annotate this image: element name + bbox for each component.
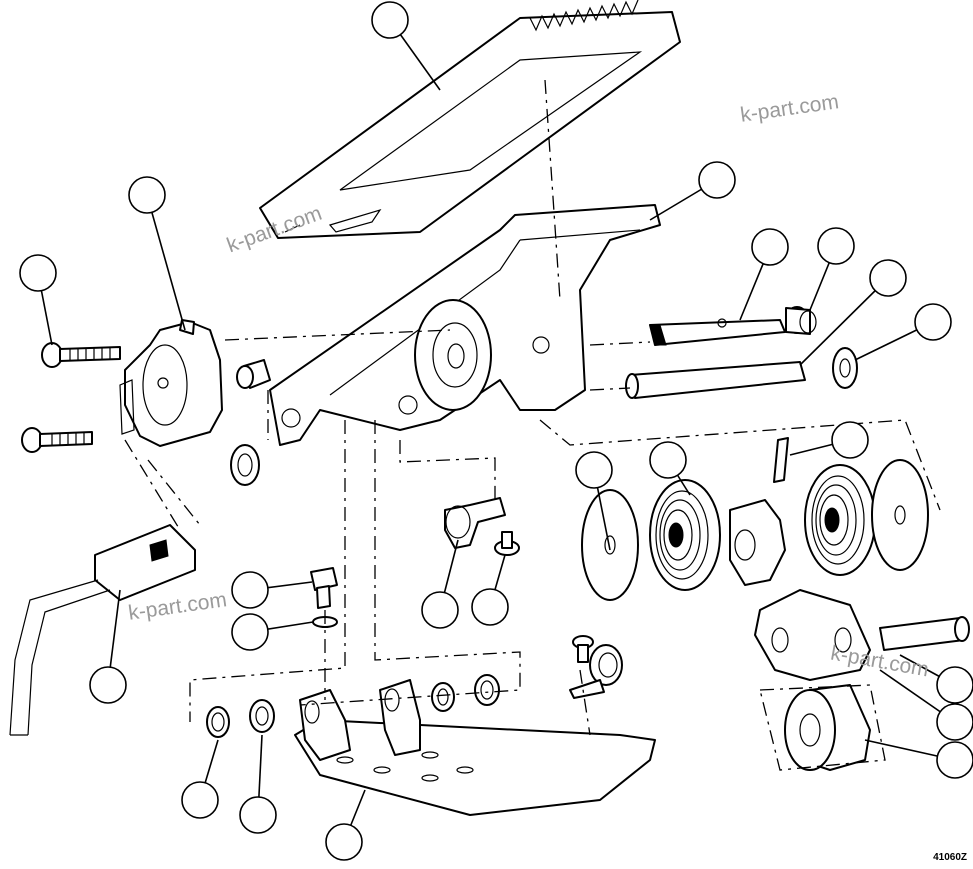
assembly-lines: [124, 79, 941, 771]
retaining-washer: [832, 347, 858, 389]
clip-lower: [569, 644, 623, 699]
callout-bubble: [936, 666, 973, 704]
callout-bubble: [231, 571, 269, 609]
callout-bubble: [817, 227, 855, 265]
bushing-left: [236, 359, 271, 389]
connector-harness: [9, 524, 196, 736]
shaft-bushing: [785, 306, 817, 335]
screw-clip-upper: [494, 531, 520, 556]
callout-bubble: [914, 303, 952, 341]
callout-bubble: [371, 1, 409, 39]
sensor-housing: [119, 319, 223, 447]
lever-pin: [879, 616, 970, 651]
callout-bubble: [181, 781, 219, 819]
callout-bubble: [421, 591, 459, 629]
screw-clip-lower: [572, 635, 594, 663]
figure-id: 41060Z: [933, 852, 967, 863]
spring-washer-right: [871, 459, 929, 571]
screw-upper: [41, 342, 121, 368]
callout-bubble: [698, 161, 736, 199]
callout-bubble: [831, 421, 869, 459]
callout-bubble: [936, 741, 973, 779]
spring-carrier: [729, 499, 786, 586]
callout-bubble: [325, 823, 363, 861]
callout-bubble: [89, 666, 127, 704]
base-plate: [294, 679, 656, 816]
clip-upper: [444, 497, 506, 549]
bushing-bottom-4: [474, 674, 500, 706]
roll-pin: [773, 437, 789, 483]
pivot-shaft: [649, 318, 786, 346]
callout-bubble: [19, 254, 57, 292]
callout-bubble: [239, 796, 277, 834]
screw-lower: [21, 427, 93, 453]
callout-bubble: [471, 588, 509, 626]
bushing-bottom-1: [206, 706, 230, 738]
spring-washer-left: [581, 489, 639, 601]
bolt-mid: [310, 567, 338, 609]
callout-bubble: [231, 613, 269, 651]
coil-spring-left: [649, 479, 721, 591]
main-shaft: [625, 361, 806, 399]
callout-bubbles: [19, 1, 973, 861]
roller: [784, 684, 871, 771]
callout-bubble: [575, 451, 613, 489]
callout-bubble: [869, 259, 907, 297]
kickdown-lever: [754, 589, 871, 681]
pedal-pad: [259, 0, 681, 239]
callout-bubble: [751, 228, 789, 266]
callout-bubble: [649, 441, 687, 479]
coil-spring-right: [804, 464, 876, 576]
seal-washer-left: [230, 444, 260, 486]
callout-bubble: [128, 176, 166, 214]
bushing-bottom-2: [249, 699, 275, 733]
callout-bubble: [936, 703, 973, 741]
pedal-arm: [269, 204, 661, 446]
bushing-bottom-3: [431, 682, 455, 712]
